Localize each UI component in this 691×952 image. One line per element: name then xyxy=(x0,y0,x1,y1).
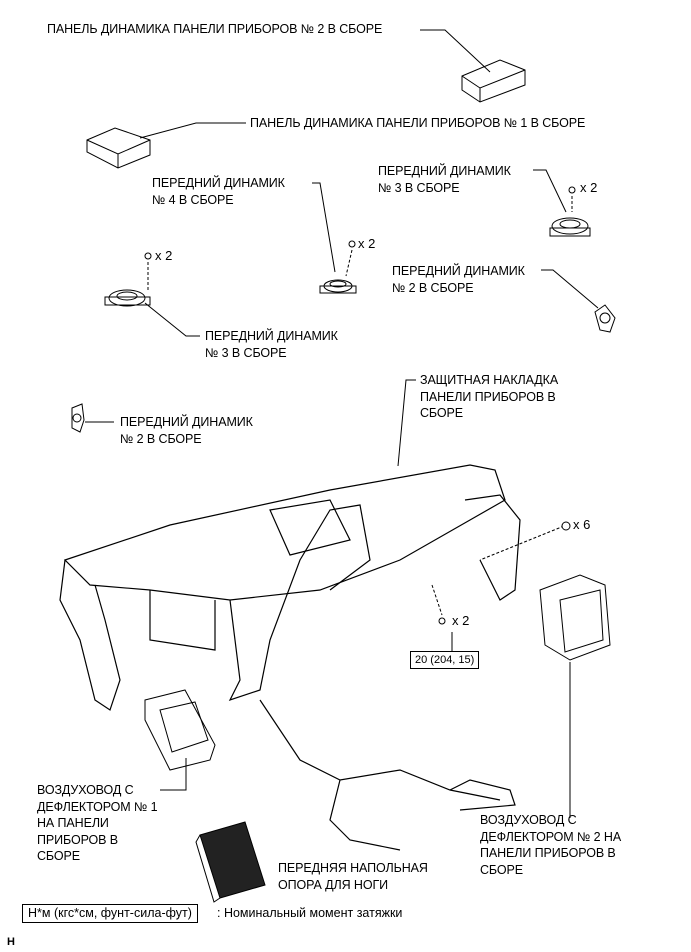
screw-icons xyxy=(144,186,576,625)
air-duct-1-part xyxy=(144,689,216,771)
speaker-panel-2-part xyxy=(461,59,526,103)
speaker-parts xyxy=(71,217,616,433)
qty-bolt-pad-right: x 6 xyxy=(573,517,591,532)
dashed-guides xyxy=(147,196,573,616)
foot-rest-part xyxy=(195,821,266,903)
legend-unit-box: Н*м (кгс*см, фунт-сила-фут) xyxy=(22,904,198,923)
figure-code: H xyxy=(7,936,15,948)
label-speaker-panel-2: ПАНЕЛЬ ДИНАМИКА ПАНЕЛИ ПРИБОРОВ № 2 В СБ… xyxy=(47,22,383,36)
qty-screw-speaker-3-right: x 2 xyxy=(580,180,598,195)
label-front-speaker-2-right: ПЕРЕДНИЙ ДИНАМИК № 2 В СБОРЕ xyxy=(392,264,525,295)
label-foot-rest: ПЕРЕДНЯЯ НАПОЛЬНАЯ ОПОРА ДЛЯ НОГИ xyxy=(278,861,428,892)
label-front-speaker-2-left: ПЕРЕДНИЙ ДИНАМИК № 2 В СБОРЕ xyxy=(120,415,253,446)
qty-screw-speaker-3-left: x 2 xyxy=(155,248,173,263)
instrument-panel-part xyxy=(59,464,521,851)
qty-screw-speaker-4: x 2 xyxy=(358,236,376,251)
label-front-speaker-3-right: ПЕРЕДНИЙ ДИНАМИК № 3 В СБОРЕ xyxy=(378,164,511,195)
label-air-duct-2: ВОЗДУХОВОД С ДЕФЛЕКТОРОМ № 2 НА ПАНЕЛИ П… xyxy=(480,813,622,877)
torque-value-box: 20 (204, 15) xyxy=(410,651,480,669)
speaker-panel-1-part xyxy=(86,127,151,169)
label-front-speaker-4: ПЕРЕДНИЙ ДИНАМИК № 4 В СБОРЕ xyxy=(152,176,285,207)
label-air-duct-1: ВОЗДУХОВОД С ДЕФЛЕКТОРОМ № 1 НА ПАНЕЛИ П… xyxy=(37,783,158,863)
label-instrument-panel-pad: ЗАЩИТНАЯ НАКЛАДКА ПАНЕЛИ ПРИБОРОВ В СБОР… xyxy=(420,373,559,420)
label-front-speaker-3-left: ПЕРЕДНИЙ ДИНАМИК № 3 В СБОРЕ xyxy=(205,329,338,360)
air-duct-2-part xyxy=(539,574,611,661)
qty-bolt-pad-bottom: x 2 xyxy=(452,613,470,628)
label-speaker-panel-1: ПАНЕЛЬ ДИНАМИКА ПАНЕЛИ ПРИБОРОВ № 1 В СБ… xyxy=(250,116,586,130)
legend-description: : Номинальный момент затяжки xyxy=(217,906,403,920)
leader-lines xyxy=(85,29,599,818)
